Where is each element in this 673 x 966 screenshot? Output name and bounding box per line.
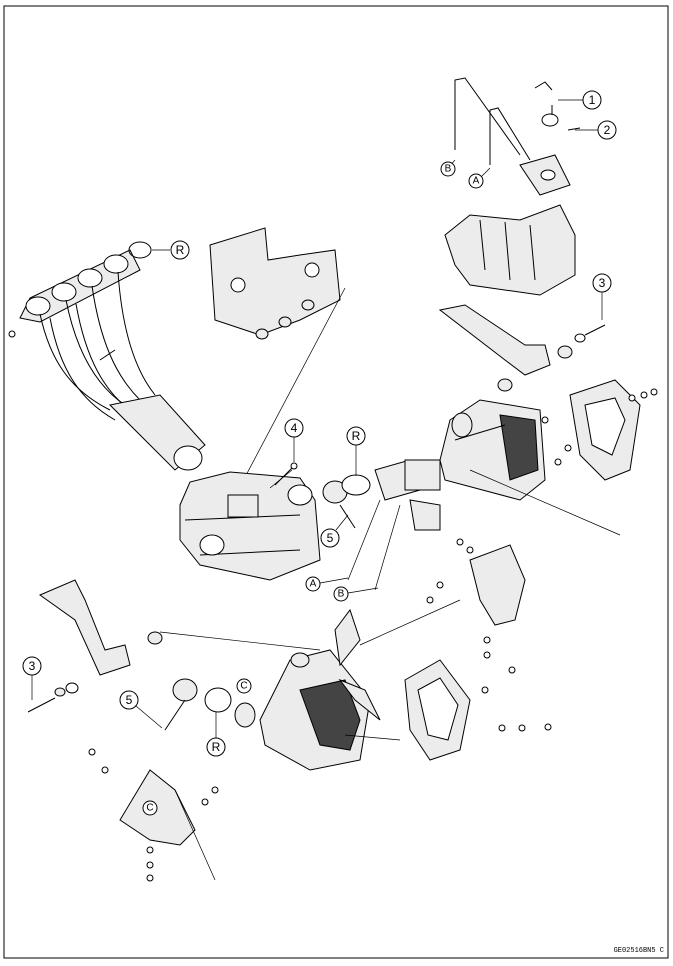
right-muffler <box>439 399 621 536</box>
svg-text:R: R <box>212 740 221 754</box>
svg-text:3: 3 <box>599 276 606 290</box>
svg-text:5: 5 <box>126 693 133 707</box>
ref-C-silencer: C <box>236 678 252 694</box>
svg-text:C: C <box>146 803 153 814</box>
callout-5-lower: 5 <box>119 690 163 729</box>
svg-text:4: 4 <box>291 421 298 435</box>
muffler-chamber <box>179 469 321 581</box>
callout-3-lower: 3 <box>22 656 42 700</box>
right-heat-guard <box>541 379 658 481</box>
svg-text:5: 5 <box>327 531 334 545</box>
svg-text:A: A <box>310 579 317 590</box>
callout-4: 4 <box>284 418 304 462</box>
ref-A-lower: A <box>305 576 349 592</box>
right-footrest-bracket <box>438 304 606 392</box>
ref-B-upper: B <box>440 161 456 177</box>
center-clamp <box>322 445 371 529</box>
page-border <box>3 5 669 959</box>
ref-A-upper: A <box>468 173 484 189</box>
figure-code: GE02516BN5 C <box>614 947 664 955</box>
svg-text:1: 1 <box>589 93 596 107</box>
lower-left-cover <box>88 748 219 882</box>
callout-R-header: R <box>170 240 190 260</box>
lower-right-heat-guard <box>404 659 552 761</box>
heat-shield-plates <box>334 608 381 721</box>
svg-text:C: C <box>240 681 247 692</box>
callout-R-center: R <box>346 426 366 446</box>
svg-text:R: R <box>176 243 185 257</box>
right-cover <box>359 538 526 659</box>
ref-C-cover: C <box>142 800 158 816</box>
svg-text:2: 2 <box>604 123 611 137</box>
upper-right-bracket <box>444 77 581 296</box>
callout-3-upper: 3 <box>592 273 612 320</box>
svg-text:B: B <box>445 164 452 175</box>
ref-B-lower: B <box>333 586 379 602</box>
silencer <box>234 649 401 771</box>
upper-bracket <box>209 227 346 516</box>
exhaust-header-pipes <box>8 249 206 471</box>
lower-clamp <box>164 678 232 731</box>
left-footrest-bracket <box>27 579 321 713</box>
callout-R-lower: R <box>206 712 226 757</box>
svg-text:3: 3 <box>29 659 36 673</box>
callout-1: 1 <box>558 90 602 110</box>
svg-text:R: R <box>352 429 361 443</box>
bolt-4 <box>274 462 298 486</box>
callout-2: 2 <box>575 120 617 140</box>
valve-connector <box>347 459 441 591</box>
svg-text:A: A <box>473 176 480 187</box>
svg-text:B: B <box>338 589 345 600</box>
callout-5-center: 5 <box>320 514 349 548</box>
header-gasket <box>128 241 170 259</box>
